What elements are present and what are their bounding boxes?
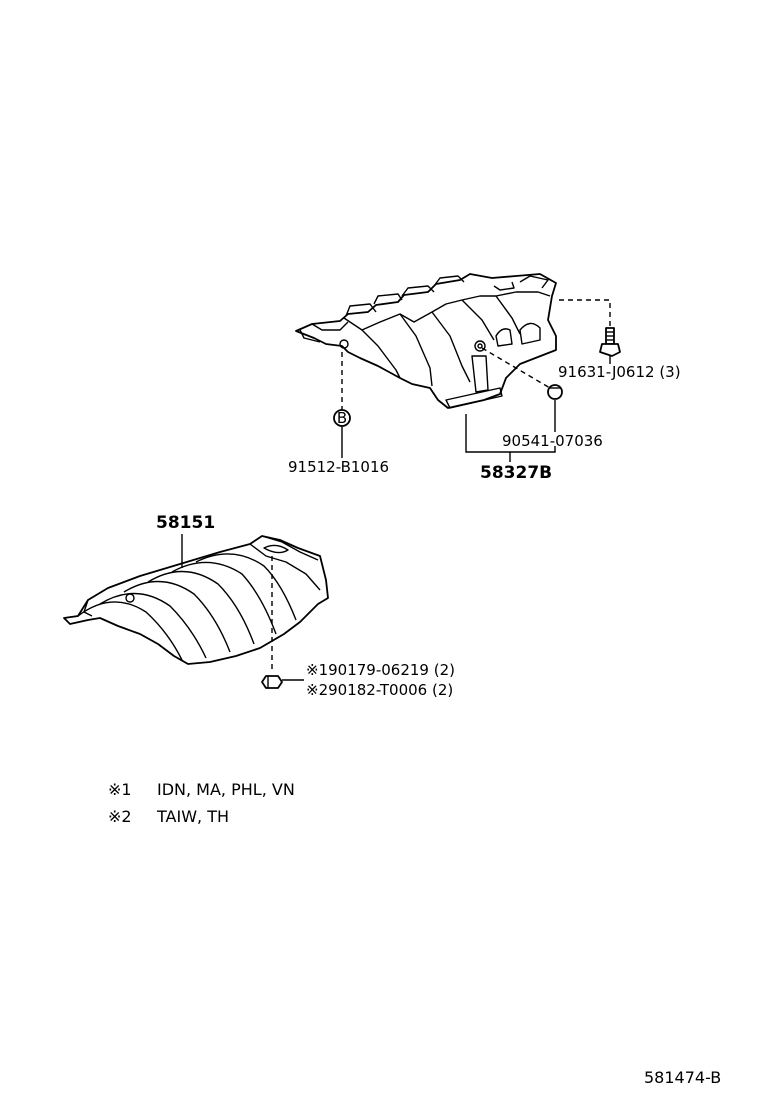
note-text-2: TAIW, TH	[156, 807, 229, 826]
clip-b-symbol: B	[337, 409, 347, 427]
bolt-dashed-line	[556, 299, 611, 326]
part-label-clip-b: 91512-B1016	[288, 458, 389, 476]
insulator-58327b-leader	[465, 414, 556, 462]
clip-b-marker: B	[333, 409, 351, 427]
heat-insulator-58327b-drawing	[295, 273, 557, 409]
diagram-id: 581474-B	[644, 1068, 721, 1087]
part-label-58327b: 58327B	[480, 463, 552, 483]
part-label-clip: 90541-07036	[502, 432, 603, 450]
note-mark-2: ※2	[108, 807, 132, 826]
heat-insulator-58151-drawing	[63, 535, 329, 665]
bolt-icon	[599, 327, 621, 357]
clip-dashed-line	[481, 347, 551, 389]
clip-icon	[547, 384, 563, 400]
part-label-nut-2: ※290182-T0006 (2)	[306, 681, 453, 699]
part-label-nut-1: ※190179-06219 (2)	[306, 661, 455, 679]
part-label-bolt: 91631-J0612 (3)	[558, 363, 681, 381]
note-text-1: IDN, MA, PHL, VN	[157, 780, 295, 799]
nut-icon	[261, 675, 283, 689]
part-label-58151: 58151	[156, 513, 215, 533]
note-mark-1: ※1	[108, 780, 132, 799]
